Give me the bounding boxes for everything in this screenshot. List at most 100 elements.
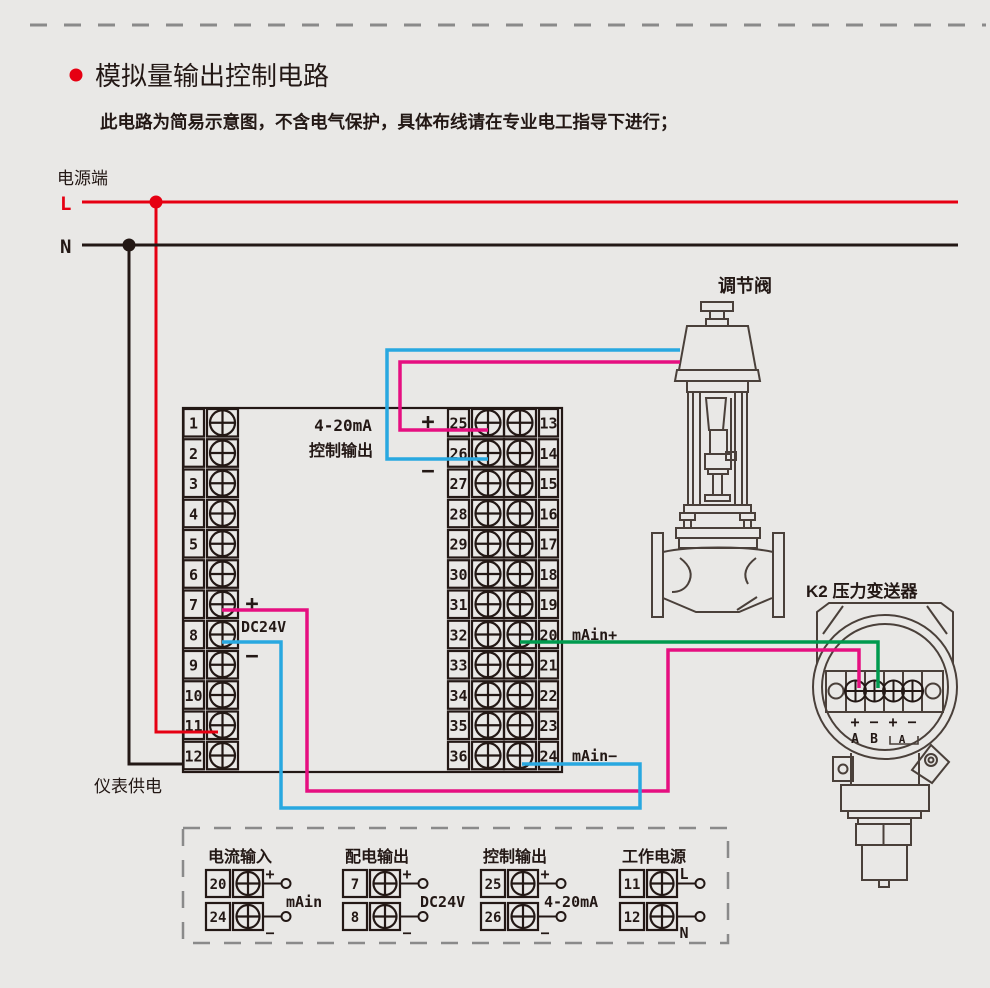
terminal-number: 13 [539,415,557,433]
wire-end-circle [417,911,429,922]
terminal-number: 9 [189,657,198,675]
legend-polarity-sign: L [679,865,688,883]
transmitter-plate1 [847,810,922,819]
pressure-transmitter-drawing [812,602,958,888]
screw-terminal-icon [208,741,237,770]
transmitter-sign: + [888,713,897,731]
legend-polarity-sign: − [402,924,411,942]
valve-stem-foot [704,494,731,502]
terminal-number-box [537,589,560,620]
terminal-number-box [446,528,471,559]
valve-stem-collar [705,318,729,327]
terminal-number-box [446,649,471,680]
wire-end-circle [280,911,292,922]
valve-handle [700,301,734,312]
terminal-number-box [182,589,206,620]
terminal-number-box [182,468,206,499]
screw-terminal-icon [474,499,502,528]
terminal-number: 12 [184,747,202,765]
legend-polarity-sign: + [265,865,274,883]
transmitter-housing [816,602,954,664]
terminal-number: 26 [485,910,502,926]
terminal-number: 31 [449,596,467,614]
terminal-number-box [182,559,206,589]
terminal-number-box [537,649,560,680]
valve-pipe-flange-right [772,532,785,618]
control-output-name-label: 控制输出 [309,441,373,460]
legend-group-label: mAin [286,893,322,911]
strip-hole-left [827,682,845,700]
wire-live-drop [154,202,218,734]
terminal-row: 4 [182,498,240,529]
legend-terminal-row: 8− [341,901,429,942]
legend-terminal-row: 11L [618,865,706,899]
screw-box [502,740,538,771]
terminal-number-box [446,680,471,710]
transmitter-bracket-right [910,743,951,785]
screw-terminal-icon [474,560,502,588]
screw-terminal-icon [510,903,536,930]
terminal-row: 9 [182,649,240,680]
screw-terminal-icon [208,409,237,437]
dc24v-label: DC24V [241,618,286,636]
terminal-number: 16 [539,505,557,523]
terminal-number: 8 [189,626,198,644]
terminal-number-box [446,710,471,741]
terminal-number: 10 [184,687,202,705]
terminal-number-box [537,438,560,468]
terminal-number: 20 [539,626,557,644]
terminal-number-box [182,498,206,529]
screw-terminal-icon [208,620,237,649]
screw-box [502,407,538,438]
valve-body-seat-line [736,596,758,611]
meter-bracket-mark [889,736,919,745]
screw-terminal-icon [506,499,534,528]
strip-hole-right [924,682,942,700]
terminal-row: 10 [182,680,240,710]
terminal-number-box [446,407,471,438]
valve-body-shoulder [662,546,774,553]
screw-terminal-icon [474,409,502,437]
screw-terminal-icon [474,711,502,739]
screw-box [205,710,240,741]
transmitter-bracket-hole [924,753,938,767]
screw-box [502,710,538,741]
valve-body-web-right [744,557,757,585]
terminal-number: 3 [189,475,198,493]
terminal-number: 25 [449,415,467,433]
terminal-number: 30 [449,566,467,584]
terminal-row: 11 [182,710,240,741]
screw-terminal-icon [474,530,502,558]
neutral-junction-dot [122,238,136,252]
legend-dashed-box [181,826,730,945]
valve-body-bottom [662,597,773,613]
terminal-row: 5 [182,528,240,559]
terminal-number: 34 [449,687,467,705]
valve-pipe-flange-left [651,532,664,618]
transmitter-ear-left [832,756,854,782]
screw-terminal-icon [474,439,502,467]
screw-terminal-icon [235,903,261,930]
screw-box [205,649,240,680]
terminal-row: 25 13 [446,407,560,438]
transmitter-nub [878,879,890,888]
legend-group-title: 电流输入 [208,847,272,866]
terminal-number-box [446,589,471,620]
terminal-number-box [537,559,560,589]
terminal-number: 4 [189,505,198,523]
terminal-number-box [479,901,507,932]
terminal-number: 22 [539,687,557,705]
valve-actuator-base [686,380,749,393]
screw-terminal-icon [506,590,534,618]
neutral-line-label: N [60,236,71,258]
screw-terminal-icon [506,409,534,437]
terminal-number: 18 [539,566,557,584]
terminal-number-box [618,868,646,899]
legend-group-label: DC24V [420,893,465,911]
legend-polarity-sign: + [540,865,549,883]
transmitter-screw-terminals [844,679,924,703]
terminal-row: 1 [182,407,240,438]
